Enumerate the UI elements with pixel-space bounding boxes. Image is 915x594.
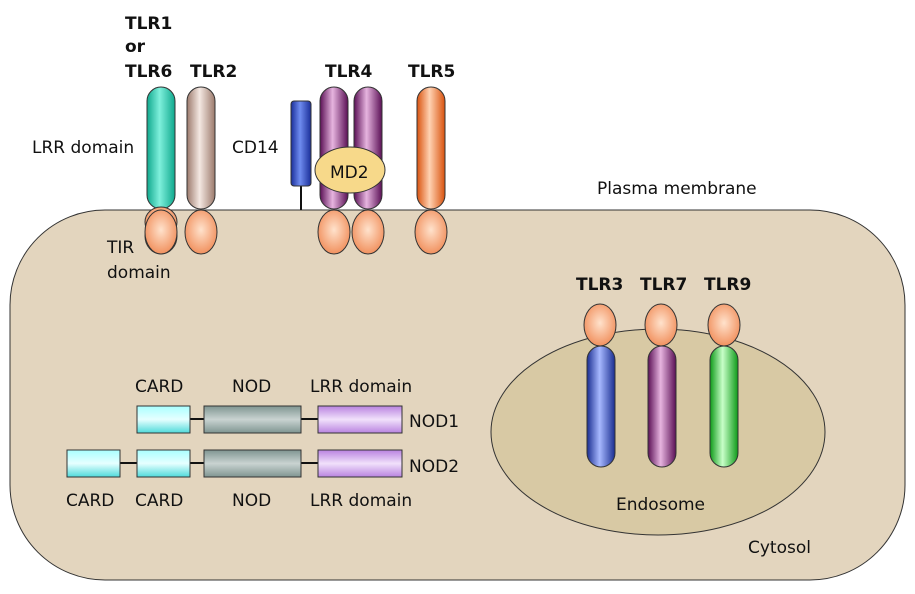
nod1-label: NOD1 (409, 412, 459, 432)
tlr1-tir-domain (144, 209, 178, 255)
lrr-domain-label: LRR domain (32, 138, 134, 158)
tlr4-tir-left (317, 209, 351, 255)
tlr9-lrr-domain (709, 345, 739, 468)
lrr-domain-footer-label: LRR domain (310, 491, 412, 511)
tlr7-lrr-domain (647, 345, 677, 468)
nod-header-label: NOD (232, 377, 271, 397)
tlr5-lrr-domain (416, 86, 446, 210)
nod2-card-domain-1 (66, 449, 121, 478)
card-footer-label-2: CARD (135, 491, 183, 511)
tlr4-label: TLR4 (325, 62, 373, 82)
tlr3-label: TLR3 (576, 275, 623, 295)
card-footer-label-1: CARD (66, 491, 114, 511)
cd14-label: CD14 (232, 138, 279, 158)
nod2-card-domain-2 (136, 449, 191, 478)
tlr1-label: TLR1 (125, 14, 172, 34)
nod2-label: NOD2 (409, 457, 459, 477)
tlr1-lrr-domain (146, 86, 176, 210)
md2-coreceptor (314, 146, 386, 194)
tlr2-lrr-domain (186, 86, 216, 210)
cytosol-label: Cytosol (748, 538, 811, 558)
tir-domain-label: domain (107, 263, 171, 283)
tlr2-tir-domain (184, 209, 218, 255)
lrr-domain-header-label: LRR domain (310, 377, 412, 397)
endosome-label: Endosome (616, 495, 705, 515)
tlr3-tir-domain (583, 303, 617, 347)
nod1-nod-domain (203, 405, 302, 434)
or-label: or (125, 37, 146, 57)
plasma-membrane-label: Plasma membrane (597, 179, 757, 199)
tlr5-label: TLR5 (408, 62, 455, 82)
nod1-card-domain (136, 405, 191, 434)
tlr9-label: TLR9 (704, 275, 751, 295)
tlr7-tir-domain (644, 303, 678, 347)
md2-label: MD2 (330, 163, 369, 183)
tlr5-tir-domain (414, 209, 448, 255)
cd14-receptor (290, 100, 312, 187)
tlr6-label: TLR6 (125, 62, 172, 82)
nod1-lrr-domain (317, 405, 403, 434)
card-header-label: CARD (135, 377, 183, 397)
tlr2-label: TLR2 (190, 62, 237, 82)
nod-footer-label: NOD (232, 491, 271, 511)
nod2-nod-domain (203, 449, 302, 478)
tlr4-tir-right (351, 209, 385, 255)
tlr3-lrr-domain (586, 345, 616, 468)
nod2-lrr-domain (317, 449, 403, 478)
tlr9-tir-domain (707, 303, 741, 347)
tir-label: TIR (106, 238, 134, 258)
tlr7-label: TLR7 (640, 275, 687, 295)
